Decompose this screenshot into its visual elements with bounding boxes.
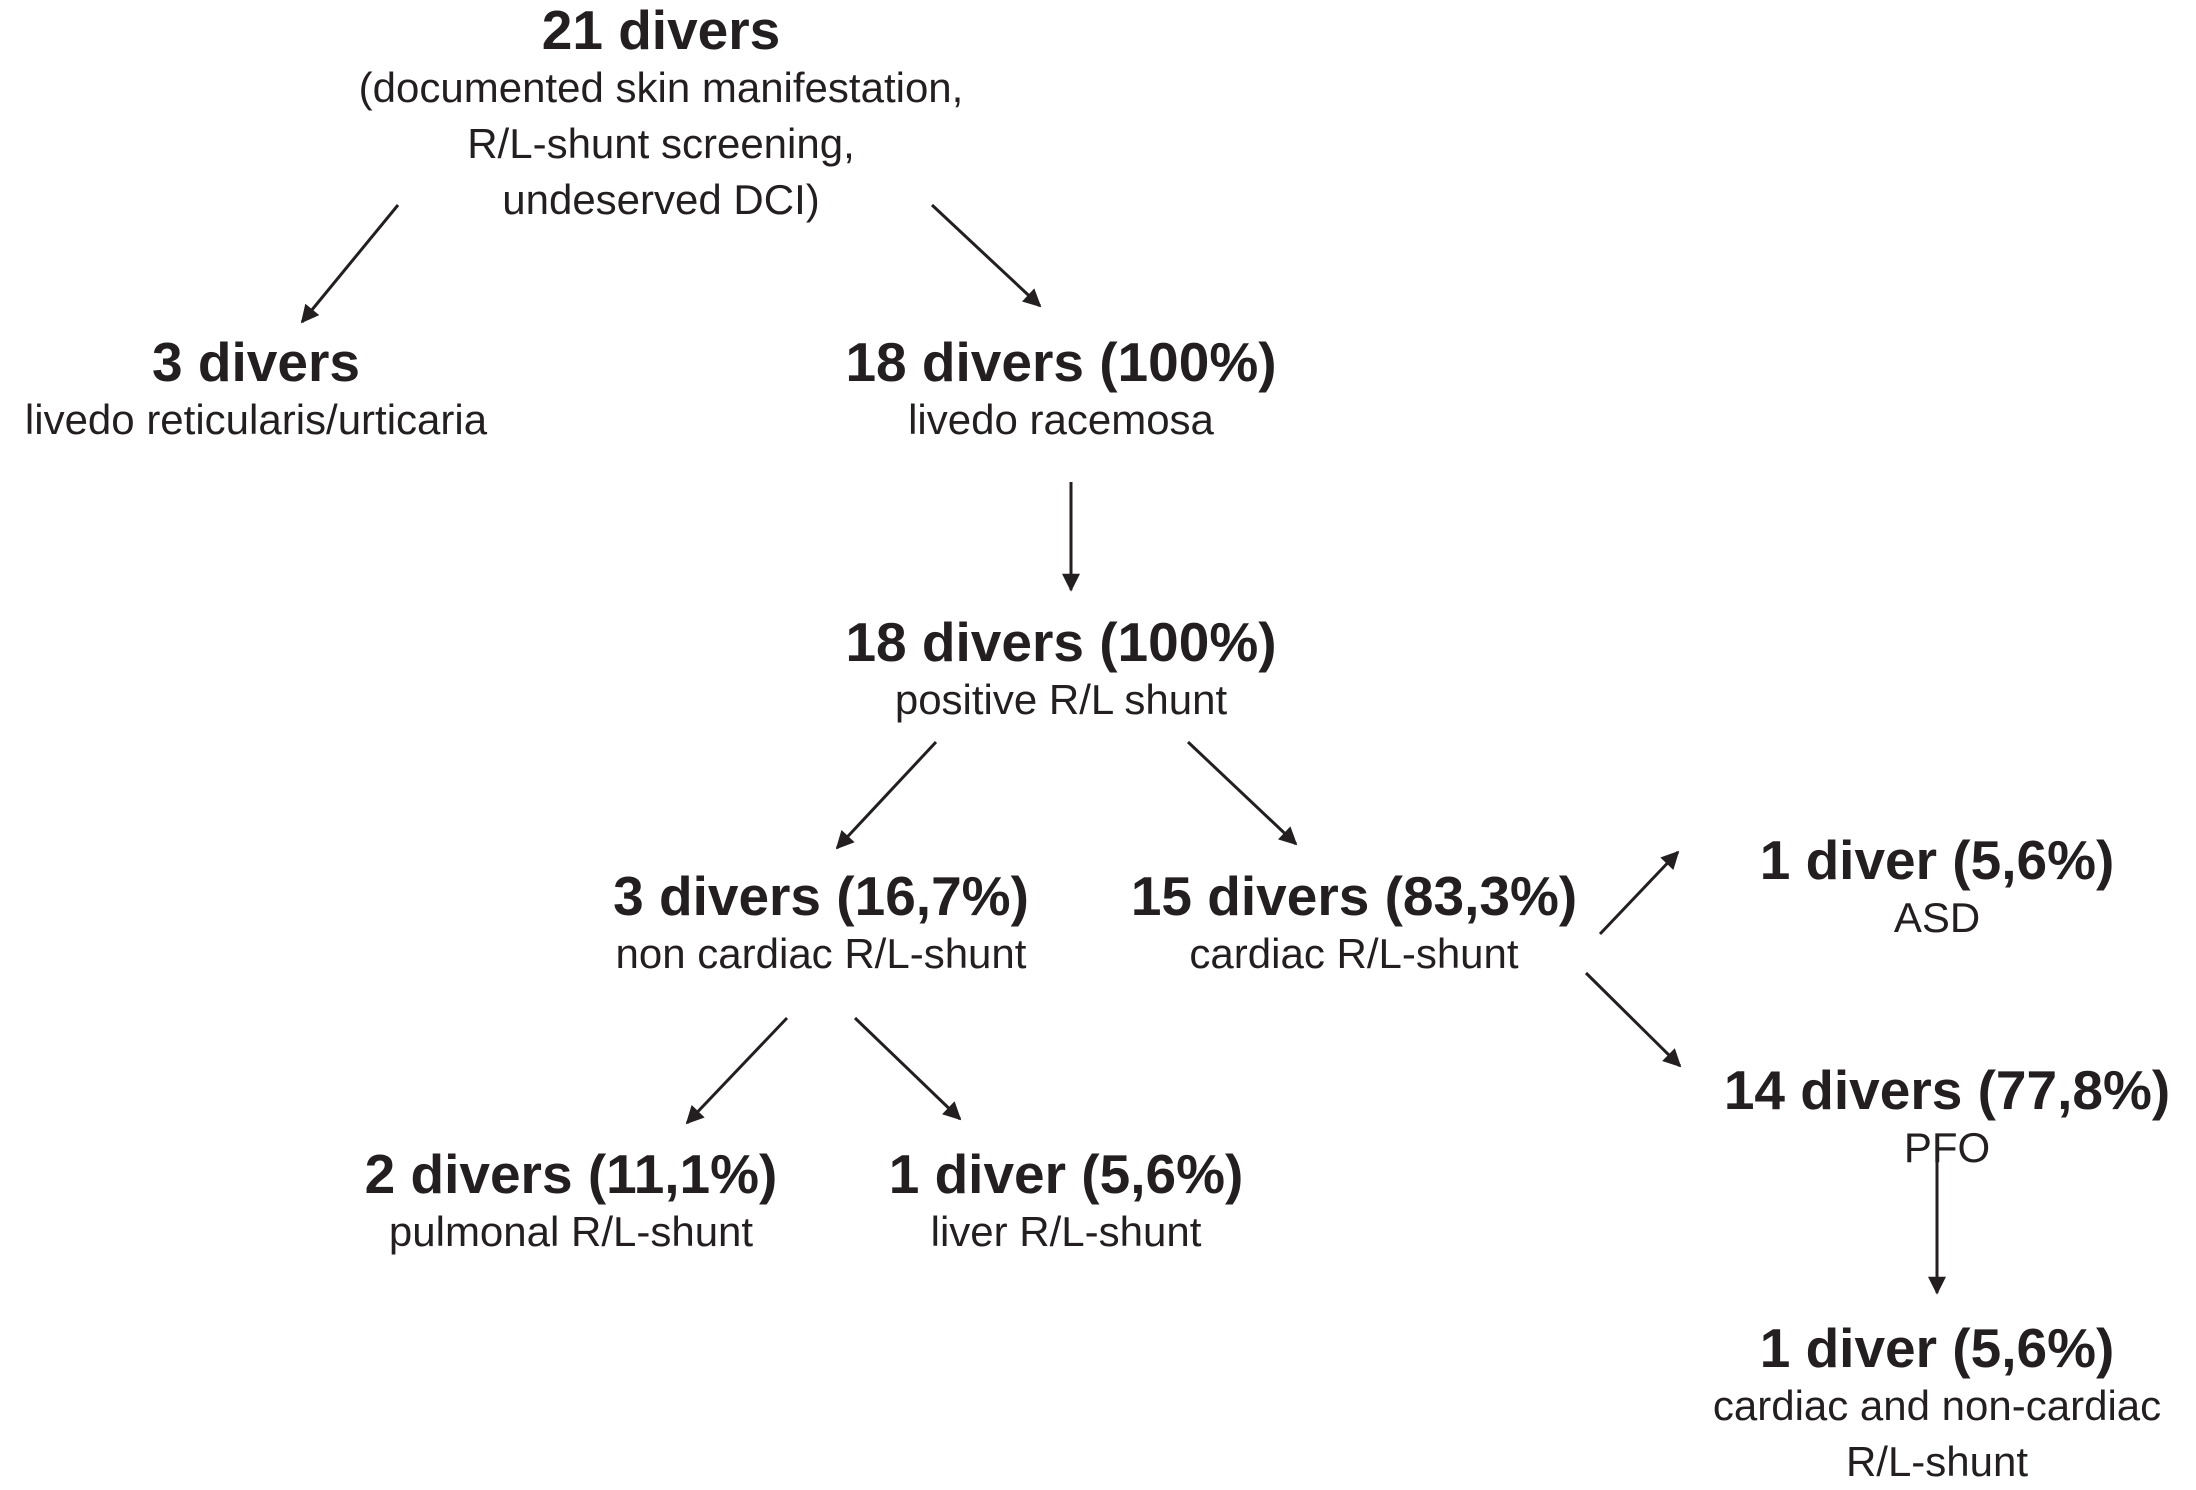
node-title: 18 divers (100%): [845, 611, 1277, 673]
node-racemosa: 18 divers (100%) livedo racemosa: [845, 332, 1276, 448]
node-subtitle-line: undeserved DCI): [502, 176, 820, 223]
node-noncardiac: 3 divers (16,7%) non cardiac R/L-shunt: [613, 866, 1029, 982]
node-pfo: 14 divers (77,8%) PFO: [1724, 1060, 2170, 1176]
node-title: 2 divers (11,1%): [364, 1143, 778, 1205]
node-cardiac: 15 divers (83,3%) cardiac R/L-shunt: [1131, 866, 1577, 982]
node-subtitle-line: cardiac R/L-shunt: [1189, 930, 1519, 977]
node-asd: 1 diver (5,6%) ASD: [1760, 830, 2115, 946]
arrow-positive-to-noncardiac: [835, 740, 938, 850]
node-title: 1 diver (5,6%): [1759, 1317, 2115, 1379]
arrow-positive-to-cardiac: [1186, 740, 1298, 846]
node-subtitle-line: ASD: [1893, 894, 1981, 941]
node-subtitle-line: liver R/L-shunt: [930, 1208, 1202, 1255]
node-subtitle-line: R/L-shunt screening,: [467, 120, 855, 167]
node-subtitle-line: pulmonal R/L-shunt: [388, 1208, 754, 1255]
node-subtitle-line: positive R/L shunt: [894, 676, 1228, 723]
node-subtitle-line: non cardiac R/L-shunt: [615, 930, 1027, 977]
node-title: 3 divers (16,7%): [613, 865, 1029, 927]
node-subtitle-line: PFO: [1903, 1124, 1991, 1171]
arrow-cardiac-to-asd: [1598, 850, 1680, 936]
node-title: 1 diver (5,6%): [1759, 829, 2115, 891]
node-subtitle-line: (documented skin manifestation,: [358, 64, 964, 111]
arrow-root-to-reticularis: [300, 204, 400, 324]
node-title: 15 divers (83,3%): [1130, 865, 1578, 927]
node-subtitle-line: livedo reticularis/urticaria: [24, 396, 488, 443]
arrow-noncardiac-to-liver: [853, 1016, 962, 1121]
node-pulmonal: 2 divers (11,1%) pulmonal R/L-shunt: [365, 1144, 778, 1260]
node-title: 14 divers (77,8%): [1723, 1059, 2171, 1121]
node-subtitle-line: R/L-shunt: [1845, 1438, 2029, 1485]
node-title: 21 divers: [541, 0, 781, 61]
node-positive: 18 divers (100%) positive R/L shunt: [845, 612, 1276, 728]
arrow-noncardiac-to-pulmonal: [685, 1016, 789, 1125]
node-title: 3 divers: [152, 331, 360, 393]
node-subtitle-line: livedo racemosa: [908, 396, 1214, 443]
node-subtitle-line: cardiac and non-cardiac: [1712, 1382, 2162, 1429]
node-liver: 1 diver (5,6%) liver R/L-shunt: [889, 1144, 1244, 1260]
node-title: 18 divers (100%): [845, 331, 1277, 393]
arrow-root-to-racemosa: [930, 203, 1042, 308]
node-title: 1 diver (5,6%): [888, 1143, 1244, 1205]
node-root: 21 divers (documented skin manifestation…: [359, 0, 964, 228]
node-reticularis: 3 divers livedo reticularis/urticaria: [25, 332, 487, 448]
node-combined: 1 diver (5,6%) cardiac and non-cardiac R…: [1713, 1318, 2161, 1490]
arrow-cardiac-to-pfo: [1584, 971, 1682, 1068]
